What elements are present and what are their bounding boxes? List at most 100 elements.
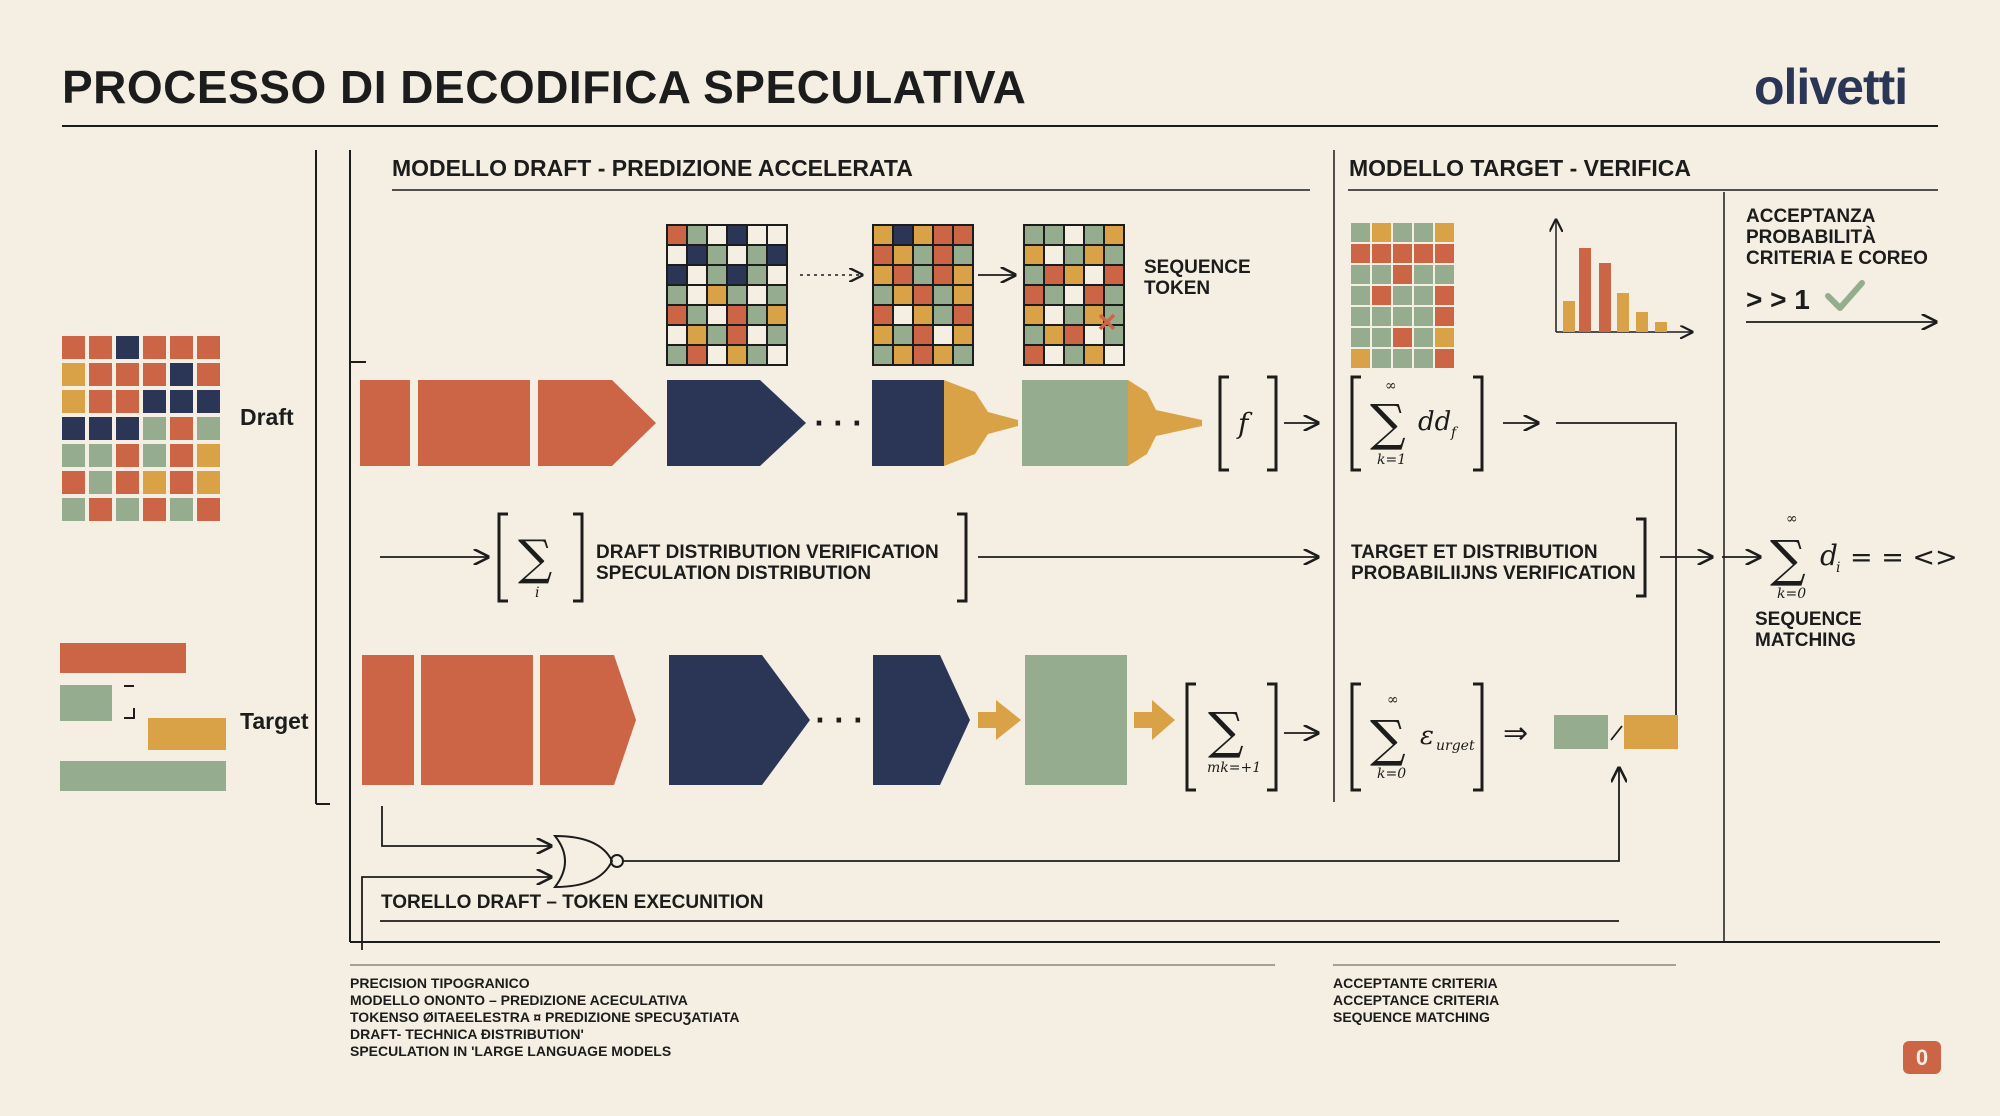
target-grid-cell [1351, 244, 1370, 263]
page-title: PROCESSO DI DECODIFICA SPECULATIVA [62, 61, 1027, 113]
top-grid-3-cell [1065, 326, 1083, 344]
target-sum2-sub: urget [1436, 738, 1475, 754]
target-sum1-bottom: mk=+1 [1207, 760, 1261, 776]
top-grid-1-cell [688, 226, 706, 244]
top-grid-3-cell [1085, 246, 1103, 264]
left-draft-grid-cell [197, 363, 220, 386]
left-draft-grid-cell [116, 417, 139, 440]
top-grid-3-cell [1045, 226, 1063, 244]
top-grid-1-cell [768, 246, 786, 264]
top-grid-3-cell [1105, 346, 1123, 364]
draft-block-4-arrow [667, 380, 806, 466]
left-draft-grid-cell [143, 498, 166, 521]
target-small-arrow-1 [978, 700, 1021, 740]
footer-left-4: DRAFT- TECHNICA ĐISTRIBUTION' [350, 1026, 584, 1042]
draft-row-pipeline [360, 380, 1202, 466]
target-grid-cell [1414, 307, 1433, 326]
top-grid-1-cell [688, 266, 706, 284]
left-draft-grid-cell [62, 444, 85, 467]
top-grid-2-cell [874, 306, 892, 324]
footer-badge-text: 0 [1915, 1045, 1929, 1070]
left-draft-grid-cell [170, 417, 193, 440]
top-grid-2-cell [954, 246, 972, 264]
target-distribution-line-2: PROBABILIIJNS VERIFICATION [1351, 563, 1636, 584]
top-grid-1-cell [768, 286, 786, 304]
target-grid-cell [1372, 223, 1391, 242]
left-draft-grid-cell [116, 390, 139, 413]
draft-dist-bracket-right [957, 512, 968, 603]
final-sum-sub: i [1836, 560, 1840, 576]
target-distribution-line-1: TARGET ET DISTRIBUTION [1351, 542, 1598, 563]
draft-block-3-arrow [538, 380, 656, 466]
top-grid-1-cell [728, 226, 746, 244]
target-legend-bar-sage [60, 685, 112, 721]
left-draft-grid-cell [197, 498, 220, 521]
footer-right-1: ACCEPTANTE CRITERIA [1333, 975, 1498, 991]
top-grid-3-cell [1025, 286, 1043, 304]
top-grid-1-cell [708, 326, 726, 344]
left-draft-grid-cell [170, 390, 193, 413]
top-grid-3-cell [1105, 286, 1123, 304]
acceptance-line-1: ACCEPTANZA [1746, 206, 1876, 227]
top-grid-2-cell [894, 326, 912, 344]
target-sum1-bracket-left [1185, 682, 1196, 792]
top-grid-1-cell [668, 346, 686, 364]
top-grid-2-cell [934, 346, 952, 364]
probability-histogram [1556, 220, 1692, 332]
top-grid-2-cell [894, 306, 912, 324]
left-draft-grid-cell [170, 363, 193, 386]
top-grid-1-cell [768, 346, 786, 364]
left-draft-grid-cell [143, 444, 166, 467]
target-section-title: MODELLO TARGET - VERIFICA [1349, 155, 1692, 181]
top-grid-1-cell [708, 286, 726, 304]
left-draft-grid-cell [116, 498, 139, 521]
top-grid-3-cell [1045, 326, 1063, 344]
top-grid-2-cell [914, 326, 932, 344]
draft-row-dots: · · · [814, 409, 862, 439]
left-draft-grid-cell [62, 363, 85, 386]
target-legend-connector [124, 685, 135, 719]
top-grid-2-cell [914, 346, 932, 364]
left-draft-grid-cell [143, 390, 166, 413]
target-sum2-bracket-left [1350, 682, 1361, 792]
target-grid-cell [1435, 265, 1454, 284]
side-label-draft: Draft [240, 404, 294, 430]
left-draft-grid-cell [197, 336, 220, 359]
top-grid-3-cell [1105, 246, 1123, 264]
top-grid-1-cell [748, 246, 766, 264]
left-draft-grid-cell [62, 390, 85, 413]
top-grid-1-cell [748, 326, 766, 344]
target-grid-cell [1414, 244, 1433, 263]
target-grid-cell [1393, 349, 1412, 368]
top-grid-2-cell [934, 266, 952, 284]
target-grid-cell [1393, 328, 1412, 347]
target-grid-cell [1393, 286, 1412, 305]
top-grid-1-cell [768, 226, 786, 244]
footer-left-2: MODELLO ONONTO – PREDIZIONE ACECULATIVA [350, 992, 688, 1008]
target-grid-cell [1414, 265, 1433, 284]
left-draft-grid-cell [116, 444, 139, 467]
draft-section-title: MODELLO DRAFT - PREDIZIONE ACCELERATA [392, 155, 913, 181]
target-grid-cell [1435, 244, 1454, 263]
draft-sum-bracket-left [1350, 375, 1361, 472]
acceptance-line-3: CRITERIA E COREO [1746, 248, 1928, 269]
target-legend-bar-sage-wide [60, 761, 226, 791]
left-draft-grid-cell [89, 498, 112, 521]
target-grid-cell [1351, 349, 1370, 368]
result-connector [1610, 725, 1623, 741]
left-draft-grid-cell [62, 471, 85, 494]
top-grid-3-cell [1045, 286, 1063, 304]
target-block-1 [362, 655, 414, 785]
top-grid-3-cell [1065, 266, 1083, 284]
top-grid-2-cell [874, 246, 892, 264]
top-grid-1-cell [728, 306, 746, 324]
final-sum-sigma: ∑ [1770, 530, 1806, 588]
top-grid-1-cell [728, 246, 746, 264]
sequence-matching-line-2: MATCHING [1755, 630, 1856, 651]
top-grid-2-cell [874, 346, 892, 364]
target-block-3-arrow [540, 655, 636, 785]
target-block-4-arrow [669, 655, 810, 785]
target-grid-cell [1351, 328, 1370, 347]
final-sum-body: d [1820, 539, 1838, 572]
top-grid-1-cell [728, 346, 746, 364]
